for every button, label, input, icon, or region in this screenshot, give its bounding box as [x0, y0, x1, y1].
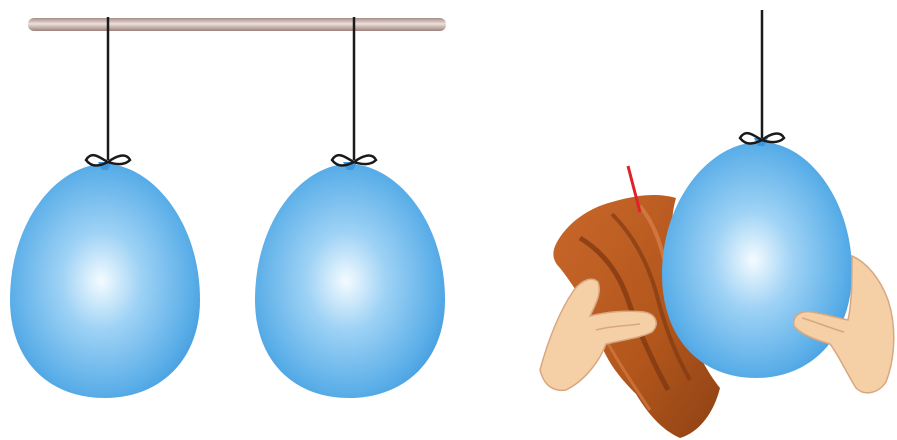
balloon-left: [10, 17, 200, 398]
balloon-left-body: [10, 164, 200, 398]
balloon-middle: [255, 17, 445, 398]
balloon-middle-body: [255, 164, 445, 398]
hanging-rod: [28, 18, 446, 31]
